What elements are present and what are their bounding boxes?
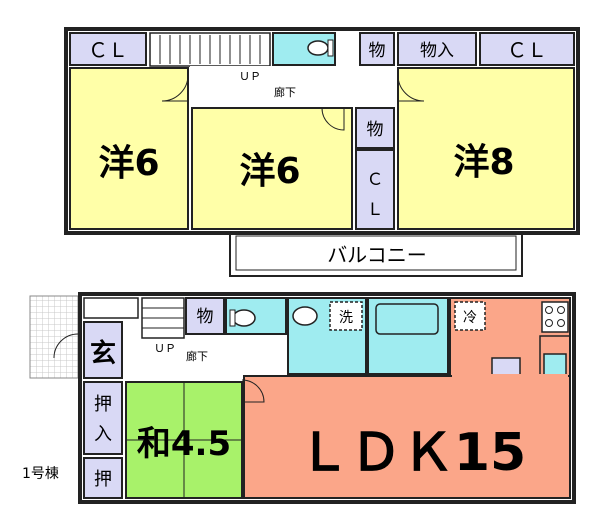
entrance-label: 玄	[90, 338, 116, 369]
balcony	[229, 233, 523, 277]
washitsu-label: 和4.5	[137, 424, 231, 464]
closet-left	[69, 32, 147, 66]
ldk-kitchen-join	[452, 374, 568, 400]
upper-floor: ＣＬ 物 物入 ＣＬ ＵＰ 廊下 洋6 洋6 洋8 物 Ｃ Ｌ バルコニー	[64, 27, 580, 277]
room-right	[397, 67, 575, 230]
door-swing	[161, 74, 189, 102]
room-right-label: 洋8	[453, 142, 514, 183]
ldk-label: ＬＤＫ15	[298, 423, 526, 483]
toilet-bowl-icon	[307, 40, 329, 56]
closet-right	[479, 32, 575, 66]
sink-icon	[292, 306, 318, 326]
refrigerator-icon	[454, 301, 486, 331]
closet-upper	[83, 381, 123, 455]
stair-treads-lower	[142, 307, 184, 329]
refrigerator-label: 冷	[463, 310, 477, 326]
closet-lower	[83, 457, 123, 499]
storage-3-label: 物	[367, 120, 384, 140]
storage-2-label: 物入	[420, 41, 454, 61]
burner-icon	[545, 319, 553, 327]
stove-icon	[541, 301, 569, 333]
toilet-bowl-icon	[232, 309, 256, 327]
storage-upper-3	[355, 107, 395, 149]
closet-lower-label: 押	[94, 469, 112, 490]
closet-vertical	[355, 149, 395, 230]
door-swing	[241, 379, 265, 403]
shoe-storage	[83, 297, 139, 319]
burner-icon	[557, 319, 565, 327]
closet-vertical-label-1: Ｃ	[367, 170, 384, 190]
balcony-label: バルコニー	[327, 243, 427, 267]
bathtub-icon	[375, 303, 439, 335]
closet-left-label: ＣＬ	[88, 38, 128, 62]
entrance	[83, 321, 123, 379]
closet-right-label: ＣＬ	[507, 38, 547, 62]
washing-machine-icon	[329, 301, 363, 331]
porch	[29, 295, 79, 379]
corridor-label-lower: 廊下	[186, 349, 208, 363]
storage-upper-2	[397, 32, 477, 66]
corridor-upper	[190, 66, 398, 104]
corridor-label: 廊下	[274, 85, 296, 99]
door-swing	[397, 74, 425, 102]
washroom-label: 洗	[339, 310, 353, 326]
storage-upper-1	[359, 32, 395, 66]
burner-icon	[545, 306, 553, 314]
closet-vertical-label-2: Ｌ	[367, 200, 384, 220]
room-left-label: 洋6	[98, 143, 159, 184]
lower-floor: 玄 物 ＵＰ 廊下 洗 冷	[29, 292, 576, 504]
burner-icon	[557, 306, 565, 314]
closet-upper-label-2: 入	[94, 424, 112, 445]
tatami-lines	[126, 382, 242, 498]
room-center	[191, 107, 353, 230]
storage-lower-label: 物	[197, 307, 214, 327]
room-left	[69, 67, 189, 230]
toilet-tank-icon	[327, 39, 334, 57]
stair-treads	[159, 35, 261, 64]
balcony-inner	[235, 235, 517, 271]
door-swing	[321, 107, 345, 131]
toilet-tank-icon	[229, 309, 236, 327]
stairs-up-label-lower: ＵＰ	[154, 342, 176, 355]
door-swing	[53, 333, 79, 359]
room-center-label: 洋6	[239, 151, 300, 192]
closet-upper-label-1: 押	[94, 394, 112, 415]
storage-1-label: 物	[369, 41, 386, 61]
stairs-up-label: ＵＰ	[239, 70, 261, 83]
building-label: 1号棟	[22, 466, 59, 482]
storage-lower	[185, 297, 225, 335]
